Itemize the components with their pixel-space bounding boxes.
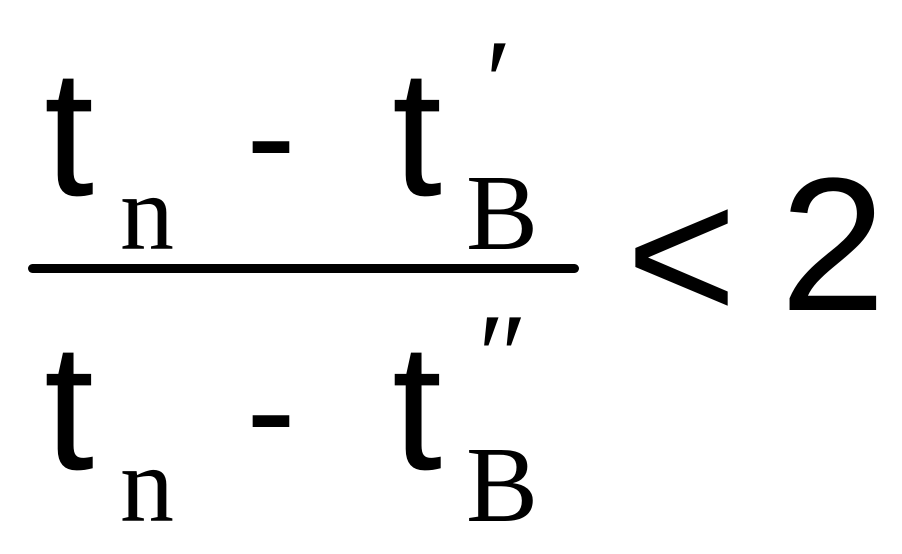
denominator-minus-operator: -: [246, 325, 296, 493]
denominator-variable-t: t: [44, 307, 95, 508]
denominator-variable-t-b: t: [392, 307, 443, 508]
denominator-double-prime: ″: [470, 289, 520, 422]
denominator-subscript-b: B: [466, 426, 539, 545]
numerator-subscript-b: B: [466, 154, 539, 273]
numerator-minus-operator: -: [246, 51, 296, 219]
numerator-variable-t-b: t: [392, 33, 443, 234]
numerator-single-prime: ′: [478, 15, 505, 148]
numerator-variable-t: t: [44, 33, 95, 234]
fraction-bar: [28, 264, 579, 273]
less-than-sign: <: [626, 149, 737, 361]
denominator-subscript-n: n: [120, 426, 174, 545]
right-hand-value: 2: [780, 139, 886, 351]
numerator-subscript-n: n: [120, 154, 174, 273]
